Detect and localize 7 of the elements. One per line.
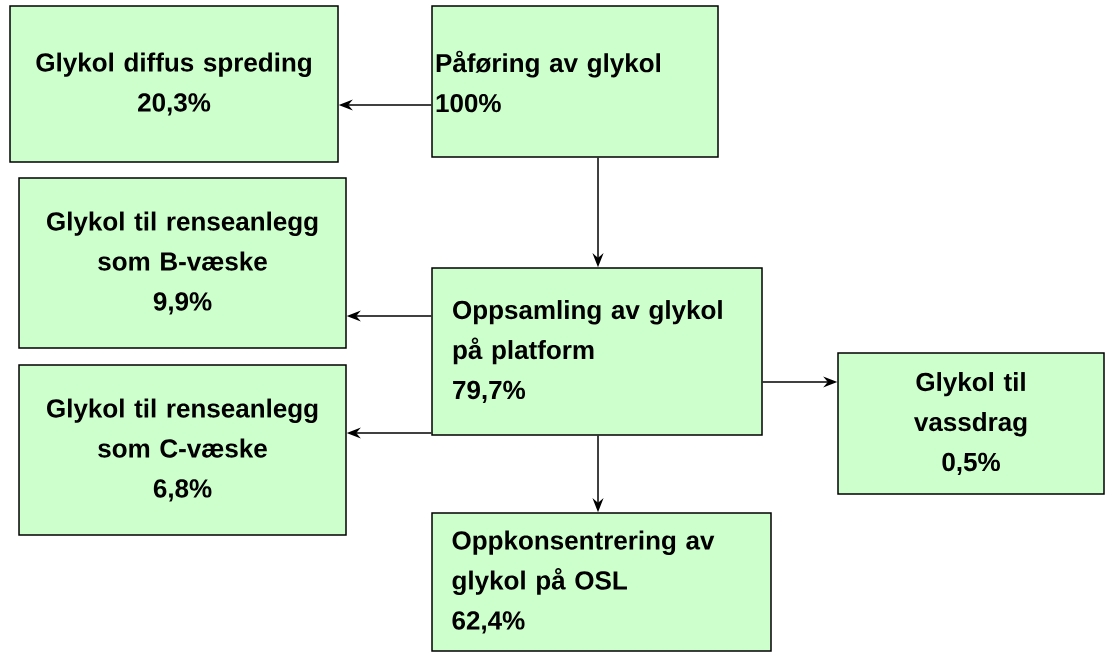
process-box: Glykol til renseanlegg som C-væske 6,8% [18,364,347,536]
process-box: Oppkonsentrering av glykol på OSL 62,4% [431,512,772,652]
process-box: Glykol til vassdrag 0,5% [837,352,1105,495]
process-box: Oppsamling av glykol på platform 79,7% [431,267,763,436]
process-box: Glykol til renseanlegg som B-væske 9,9% [18,177,347,349]
process-box: Påføring av glykol 100% [431,5,719,158]
process-box: Glykol diffus spreding 20,3% [9,5,339,163]
